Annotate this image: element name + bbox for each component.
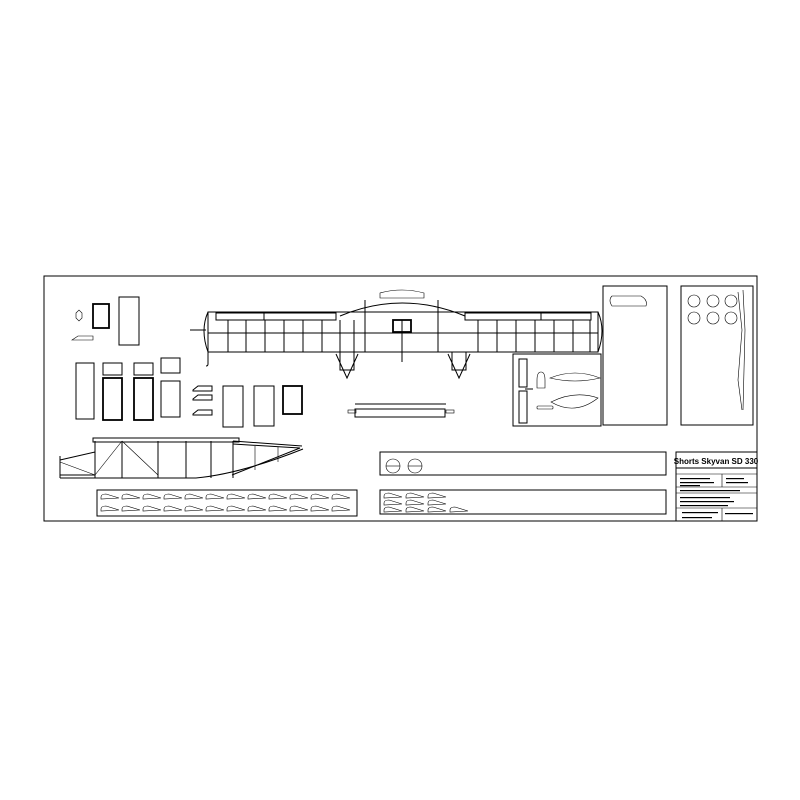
wing-rib	[310, 505, 330, 512]
fuselage-former	[706, 311, 720, 325]
fuselage-former	[687, 294, 701, 308]
title-block-text-line	[726, 482, 748, 484]
wing-rib	[184, 493, 204, 500]
wing-rib	[405, 506, 425, 513]
wing-rib	[247, 493, 267, 500]
drawing-title: Shorts Skyvan SD 330	[674, 457, 759, 466]
wing-rib	[121, 505, 141, 512]
wing-rib	[427, 506, 447, 513]
wing-rib	[383, 499, 403, 506]
wing-rib	[405, 492, 425, 499]
fuselage-side	[59, 437, 304, 479]
title-block-text-line	[726, 478, 744, 480]
wing-rib	[268, 505, 288, 512]
title-block-text-line	[682, 512, 718, 514]
title-block-text-line	[680, 490, 740, 492]
wing-plan	[190, 289, 603, 380]
wing-rib-template	[379, 289, 425, 299]
former-panels	[602, 285, 754, 426]
fuselage-former	[706, 294, 720, 308]
wing-rib	[226, 505, 246, 512]
title-block-text-line	[680, 482, 714, 484]
wing-rib	[247, 505, 267, 512]
wing-rib	[449, 506, 469, 513]
wing-rib	[205, 505, 225, 512]
wing-rib	[226, 493, 246, 500]
wing-rib	[289, 505, 309, 512]
title-block-text-line	[680, 478, 710, 480]
title-block-text-line	[680, 505, 728, 507]
wing-rib	[331, 505, 351, 512]
title-block-text-line	[725, 513, 753, 515]
wing-rib	[268, 493, 288, 500]
wing-rib	[163, 505, 183, 512]
spar-part	[347, 403, 455, 418]
small-parts-top-left	[71, 296, 303, 428]
wing-rib	[427, 492, 447, 499]
wing-rib	[142, 505, 162, 512]
wing-rib	[405, 499, 425, 506]
nacelle-detail-box	[512, 353, 602, 427]
wing-rib	[100, 505, 120, 512]
wing-rib	[331, 493, 351, 500]
rib-sheet-left	[96, 489, 358, 517]
fuselage-former	[724, 311, 738, 325]
wing-rib	[100, 493, 120, 500]
former-sheet-middle	[379, 451, 667, 476]
wing-rib	[289, 493, 309, 500]
wing-rib	[184, 505, 204, 512]
wing-rib	[427, 499, 447, 506]
title-block: Shorts Skyvan SD 330	[674, 451, 759, 522]
wing-rib	[383, 506, 403, 513]
wing-rib	[163, 493, 183, 500]
wing-rib	[142, 493, 162, 500]
title-block-text-line	[682, 517, 712, 519]
sheet-border	[43, 275, 758, 522]
wing-rib	[310, 493, 330, 500]
title-block-text-line	[680, 497, 730, 499]
wing-rib	[121, 493, 141, 500]
fuselage-former	[724, 294, 738, 308]
title-block-text-line	[680, 501, 734, 503]
wing-rib	[205, 493, 225, 500]
wing-rib	[383, 492, 403, 499]
fuselage-former	[687, 311, 701, 325]
rib-sheet-middle	[379, 489, 667, 515]
title-block-text-line	[680, 485, 700, 487]
